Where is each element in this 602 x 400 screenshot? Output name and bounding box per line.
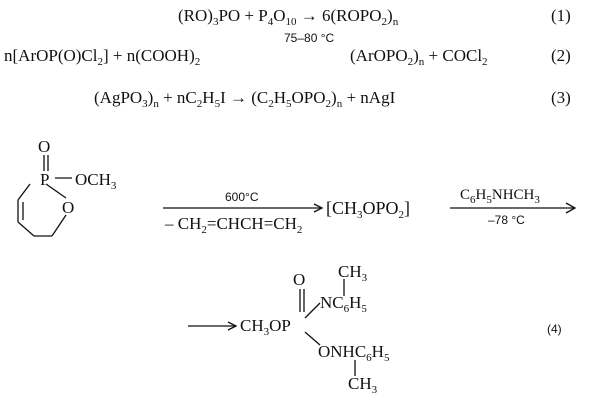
ring-oxygen: O [62,198,75,217]
eq3-sub: 5 [214,98,221,110]
ring-phosphorus: P [40,170,50,189]
step1-temperature: 600°C [225,190,259,204]
eq1-text: ) [387,6,393,25]
eq3-sub: 3 [142,98,148,110]
ring-bond [17,183,31,201]
eq3-text: + nAgI [342,88,396,107]
eq1-sub: 4 [267,16,274,28]
product-p-n-bond [304,302,321,319]
eq3-sub: n [153,98,159,110]
eq1-sub: 10 [285,16,297,28]
product-hydroxylamine-group: ONHC6H5 [318,342,390,364]
product-n-phenyl-amide: NC6H5 [320,293,367,315]
step2-temperature: –78 °C [488,213,525,227]
ring-bond [51,214,67,237]
intermediate-metaphosphate: [CH3OPO2] [326,198,411,221]
reaction-arrow-1-head [313,203,324,213]
eq3-text: H [202,88,215,107]
eq1-sub: n [392,16,399,28]
equation-2-lhs: n[ArOP(O)Cl2] + n(COOH)2 [4,46,200,68]
equation-1: (RO)3PO + P4O10 → 6(ROPO2)n [178,6,398,28]
eq3-sub: n [336,98,343,110]
eq3-text: OPO [291,88,326,107]
eq2-sub: 2 [407,56,414,68]
eq3-sub: 2 [325,98,332,110]
reaction-arrow-2-head [565,202,577,214]
ring-carbonyl-oxygen: O [38,137,51,156]
eq2-text: n[ArOP(O)Cl [4,46,98,65]
eq3-text: ) [147,88,154,107]
eq1-sub: 3 [212,16,219,28]
product-n-methyl-top: CH3 [338,262,368,284]
equation-3-number: (3) [551,88,571,107]
eq3-sub: 2 [268,98,274,110]
eq1-text: PO + P [218,6,268,25]
product-n-methyl-bottom: CH3 [348,374,378,396]
eq2-text: ] + n(COOH) [103,46,195,65]
equation-1-number: (1) [551,6,571,25]
eq2-sub: 2 [194,56,201,68]
equation-2-condition: 75–80 °C [284,31,335,45]
step1-byproduct: – CH2=CHCH=CH2 [165,214,303,236]
product-p-o-bond [304,331,321,346]
eq3-sub: 2 [196,98,203,110]
ring-methoxy-group: OCH3 [75,170,117,192]
eq3-text: + nC [158,88,197,107]
product-phosphoryl-oxygen: O [293,270,306,289]
equation-2-rhs: (ArOPO2)n + COCl2 [350,46,488,68]
step2-reagent: C6H5NHCH3 [460,187,540,206]
equation-3: (AgPO3)n + nC2H5I → (C2H5OPO2)n + nAgI [94,88,395,110]
ring-bond [45,183,67,199]
equation-2-number: (2) [551,46,571,65]
eq1-text: → 6(ROPO [296,6,382,25]
eq3-text: H [273,88,287,107]
eq2-sub: n [418,56,425,68]
eq3-text: ) [331,88,337,107]
eq3-text: I → (C [220,88,269,107]
product-methyl-ester: CH3OP [240,316,291,338]
ring-bond [17,221,35,237]
eq2-text: + COCl [424,46,483,65]
eq3-sub: 5 [286,98,292,110]
eq2-sub: 2 [482,56,488,68]
eq2-text: (ArOPO [350,46,408,65]
eq1-sub: 2 [381,16,388,28]
eq3-text: (AgPO [94,88,143,107]
eq2-text: ) [413,46,419,65]
eq1-text: (RO) [178,6,213,25]
eq2-sub: 2 [97,56,104,68]
equation-4-number: (4) [547,322,562,336]
reaction-arrow-3-head [227,321,238,331]
eq1-text: O [273,6,286,25]
